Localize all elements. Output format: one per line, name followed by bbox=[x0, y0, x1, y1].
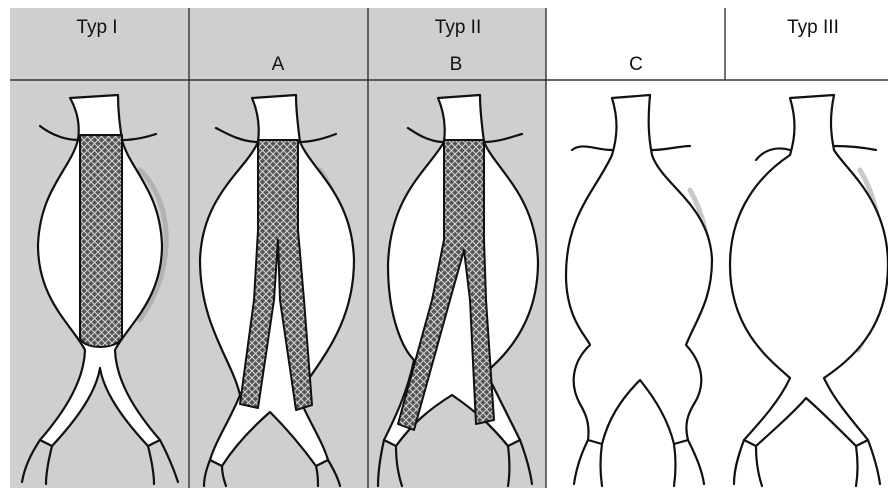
typ-ii-sub-label-b: B bbox=[450, 54, 463, 75]
typ-ii-sub-label-a: A bbox=[272, 54, 285, 75]
typ-i-label: Typ I bbox=[76, 17, 117, 38]
typ-ii-label: Typ II bbox=[435, 17, 481, 38]
typ-ii-sub-label-c: C bbox=[629, 54, 643, 75]
typ-ii-c-drawing bbox=[566, 95, 712, 486]
typ-iii-drawing bbox=[730, 95, 888, 486]
typ-iii-label: Typ III bbox=[787, 17, 839, 38]
typ-i-stent-graft bbox=[80, 135, 122, 347]
